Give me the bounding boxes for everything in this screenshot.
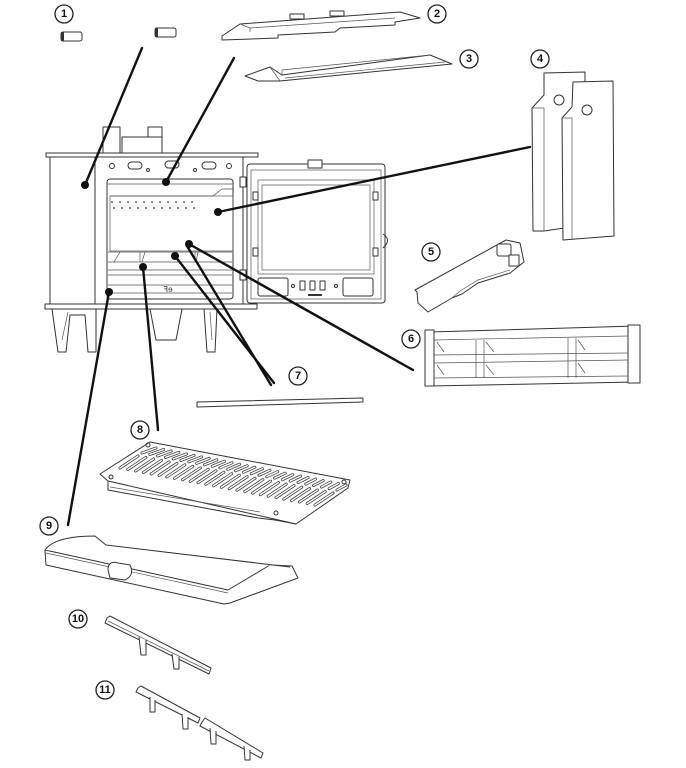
stove-body: ꟻɘ	[44, 126, 259, 353]
grate-slot	[242, 466, 256, 473]
grate-slot	[195, 457, 210, 465]
grate-slot	[180, 454, 195, 462]
grate-slot	[156, 450, 172, 457]
grate-slot	[298, 489, 319, 503]
grate-slot	[189, 468, 209, 483]
grate-slot	[234, 465, 248, 472]
grate-slot	[166, 464, 186, 478]
grate-slot	[236, 477, 256, 491]
svg-text:6: 6	[408, 333, 414, 345]
grate-slot	[244, 478, 264, 493]
svg-text:4: 4	[537, 53, 544, 65]
grate-slot	[290, 487, 311, 502]
grate-slot	[283, 486, 303, 500]
air-holes	[111, 201, 195, 209]
grate-slot	[258, 469, 271, 476]
part-6-log-guard	[424, 324, 641, 387]
grate-slot	[203, 459, 218, 466]
grate-slot	[188, 456, 203, 463]
part-5-handle-tool	[414, 239, 525, 313]
callout-7: 7	[288, 366, 308, 386]
grate-slot	[134, 458, 155, 472]
svg-text:10: 10	[72, 613, 84, 625]
grate-slot	[181, 467, 202, 481]
svg-text:7: 7	[295, 370, 301, 382]
svg-text:3: 3	[466, 53, 472, 65]
grate-slot	[173, 465, 194, 480]
grate-slot	[172, 453, 188, 460]
grate-slot	[205, 471, 225, 485]
part-10-bracket	[104, 615, 212, 675]
callout-9: 9	[39, 516, 59, 536]
part-8-grate	[99, 441, 351, 525]
grate-slot	[289, 475, 302, 482]
svg-text:9: 9	[46, 520, 52, 532]
grate-slot	[197, 470, 217, 484]
part-9-ash-pan	[44, 535, 299, 605]
callout-1: 1	[54, 4, 74, 24]
grate-slot	[142, 459, 163, 474]
grate-slot	[273, 472, 286, 479]
grate-slot	[267, 483, 287, 497]
grate-slot	[211, 460, 226, 468]
callout-2: 2	[427, 4, 447, 24]
grate-slot	[251, 480, 272, 494]
part-1-pins	[60, 27, 177, 42]
grate-slot	[141, 447, 157, 454]
grate-slot	[220, 474, 241, 488]
svg-text:11: 11	[99, 684, 111, 696]
callout-10: 10	[68, 609, 88, 629]
grate-slot	[219, 462, 233, 469]
grate-slot	[281, 473, 294, 481]
part-7-rod	[196, 397, 364, 408]
grate-slot	[149, 448, 165, 456]
svg-text:5: 5	[428, 246, 434, 258]
grate-slot	[212, 473, 233, 487]
part-3-baffle-plate	[244, 54, 453, 82]
callout-6: 6	[401, 329, 421, 349]
grate-slot	[297, 476, 309, 484]
grate-slot	[158, 462, 178, 477]
callout-11: 11	[95, 680, 115, 700]
grate-slot	[320, 481, 332, 488]
grate-slot	[259, 481, 280, 496]
grate-slot	[150, 461, 170, 475]
grate-slot	[314, 492, 334, 506]
grate-slot	[250, 468, 264, 475]
svg-text:8: 8	[137, 424, 143, 436]
part-11-split-bracket	[135, 685, 264, 761]
leader-lines	[66, 46, 532, 527]
grate-slot	[127, 456, 147, 471]
svg-text:2: 2	[434, 8, 440, 20]
callout-5: 5	[421, 242, 441, 262]
grate-slots	[118, 446, 348, 507]
grate-slot	[306, 490, 326, 505]
grate-slot	[266, 470, 279, 478]
grate-slot	[305, 478, 317, 485]
callout-4: 4	[530, 49, 550, 69]
grate-slot	[227, 463, 241, 470]
callout-8: 8	[130, 420, 150, 440]
callout-3: 3	[459, 49, 479, 69]
grate-slot	[328, 482, 340, 490]
grate-slot	[164, 451, 180, 459]
grate-slot	[312, 479, 324, 487]
part-4-side-firebricks	[531, 71, 615, 241]
grate-slot	[275, 484, 295, 499]
part-2-baffle-plate	[221, 10, 421, 41]
grate-slot	[228, 476, 248, 490]
svg-text:1: 1	[61, 8, 67, 20]
grate-slot	[119, 455, 139, 469]
svg-text:ꟻɘ: ꟻɘ	[163, 285, 173, 294]
grate-slot	[336, 484, 347, 491]
